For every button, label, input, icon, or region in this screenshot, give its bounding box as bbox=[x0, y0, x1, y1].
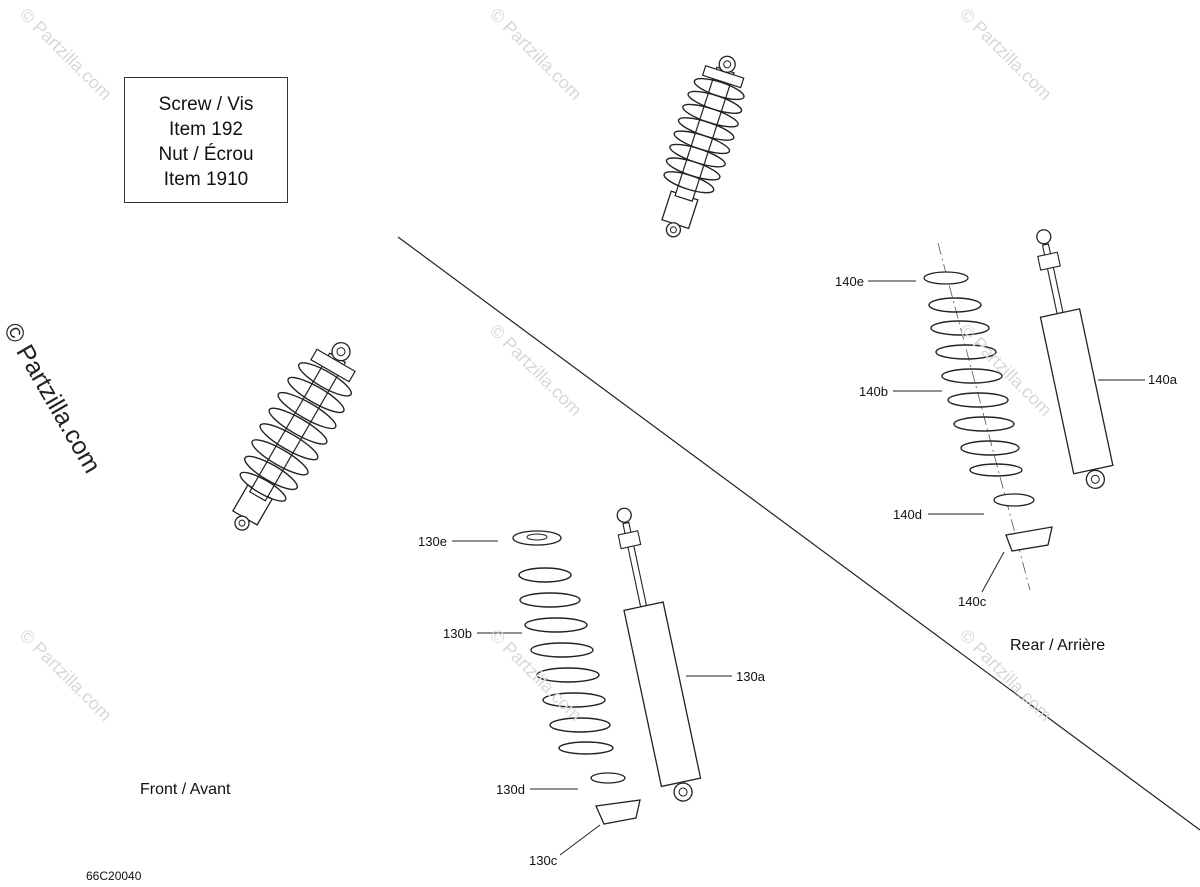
section-label-rear: Rear / Arrière bbox=[1010, 637, 1106, 654]
part-130a-damper bbox=[616, 507, 702, 802]
callout-140a[interactable]: 140a bbox=[1148, 372, 1177, 387]
drawing-code: 66C20040 bbox=[86, 869, 142, 883]
section-label-front: Front / Avant bbox=[140, 781, 231, 798]
note-line-nut-item: Item 1910 bbox=[163, 169, 249, 190]
part-130b-spring bbox=[518, 567, 614, 755]
divider-line bbox=[397, 236, 1200, 831]
callout-130e[interactable]: 130e bbox=[418, 534, 447, 549]
part-140e-retainer bbox=[923, 271, 969, 285]
callout-140d[interactable]: 140d bbox=[893, 507, 922, 522]
callout-130c[interactable]: 130c bbox=[529, 853, 558, 868]
part-140c-cup bbox=[1005, 526, 1053, 552]
part-140b-spring bbox=[928, 297, 1023, 477]
callout-130a[interactable]: 130a bbox=[736, 669, 765, 684]
part-140d-seat bbox=[993, 493, 1035, 507]
note-line-screw-item: Item 192 bbox=[169, 119, 243, 140]
callout-140b[interactable]: 140b bbox=[859, 384, 888, 399]
part-130c-cup bbox=[595, 799, 641, 825]
callout-130d[interactable]: 130d bbox=[496, 782, 525, 797]
part-130d-seat bbox=[590, 772, 626, 784]
callout-140e[interactable]: 140e bbox=[835, 274, 864, 289]
note-line-nut: Nut / Écrou bbox=[158, 144, 254, 165]
callout-130b[interactable]: 130b bbox=[443, 626, 472, 641]
front-shock-assembly bbox=[231, 342, 356, 531]
leader-lines bbox=[452, 280, 1145, 856]
note-line-screw: Screw / Vis bbox=[158, 94, 254, 115]
rear-shock-assembly bbox=[661, 55, 745, 238]
fastener-note-box: Screw / Vis Item 192 Nut / Écrou Item 19… bbox=[124, 77, 288, 203]
callout-140c[interactable]: 140c bbox=[958, 594, 987, 609]
part-140a-damper bbox=[1036, 229, 1114, 489]
part-130e-retainer-inner bbox=[526, 533, 548, 541]
